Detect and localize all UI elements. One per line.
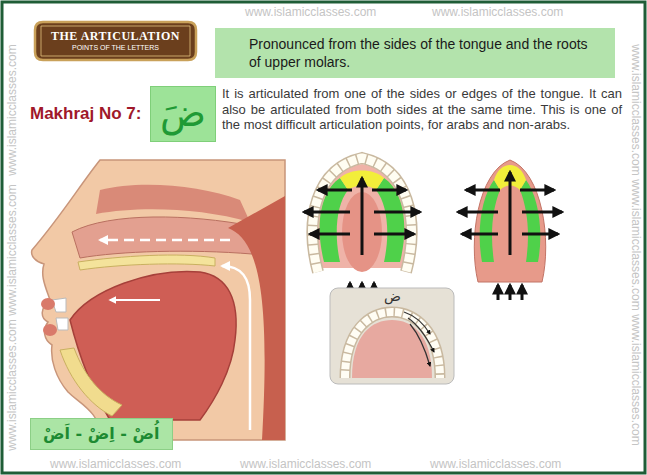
watermark: www.islamicclasses.com bbox=[629, 44, 643, 175]
tongue-topview-1-part-part bbox=[304, 211, 350, 214]
head-section-part bbox=[60, 348, 122, 416]
letter-label: ض bbox=[384, 289, 401, 303]
tongue-topview-2-part bbox=[520, 180, 540, 262]
tongue-topview-2-part-part bbox=[522, 233, 558, 236]
tongue-topview-2-part bbox=[458, 172, 562, 300]
tongue-topview-2-part-part bbox=[462, 233, 498, 236]
head-section-part bbox=[41, 298, 55, 310]
tongue-topview-1-part-part bbox=[361, 178, 364, 255]
head-section-part bbox=[72, 217, 252, 258]
logo-badge: THE ARTICULATIONPOINTS OF THE LETTERS bbox=[33, 20, 198, 62]
watermark: www.islamicclasses.com bbox=[5, 44, 19, 175]
watermark: www.islamicclasses.com bbox=[430, 457, 561, 471]
head-section-part bbox=[110, 299, 160, 301]
tongue-topview-1-part bbox=[312, 158, 411, 272]
box-text: THE ARTICULATION bbox=[51, 30, 180, 44]
palate-photo-part bbox=[345, 312, 440, 378]
tongue-topview-2-part-part bbox=[466, 189, 500, 192]
tongue-topview-2-part-part bbox=[497, 285, 500, 300]
watermark: www.islamicclasses.com bbox=[245, 5, 376, 19]
watermark: www.islamicclasses.com bbox=[5, 184, 19, 315]
palate-photo-part-part bbox=[410, 324, 430, 366]
head-section-part bbox=[78, 255, 215, 270]
header-box: Pronounced from the sides of the tongue … bbox=[215, 28, 615, 78]
letter-box: ضَ bbox=[150, 86, 216, 142]
tongue-topview-1-part-part bbox=[374, 211, 420, 214]
head-section-part bbox=[100, 239, 230, 242]
box-text: Pronounced from the sides of the tongue … bbox=[249, 35, 603, 71]
tongue-topview-1-part bbox=[312, 158, 411, 272]
examples-box: اُضْ - اِضْ - اَضْ bbox=[30, 418, 173, 450]
head-section bbox=[32, 160, 285, 440]
watermark: www.islamicclasses.com bbox=[629, 179, 643, 310]
watermark: www.islamicclasses.com bbox=[50, 457, 181, 471]
watermark: www.islamicclasses.com bbox=[629, 314, 643, 445]
tongue-topview-1-part-part bbox=[318, 189, 352, 192]
badge-shape bbox=[35, 22, 196, 60]
tongue-topview-2-part-part bbox=[521, 285, 524, 300]
head-section-part bbox=[43, 324, 57, 336]
tongue-topview-2-part-part bbox=[520, 189, 554, 192]
head-section-part bbox=[96, 185, 250, 222]
tongue-topview-2-part bbox=[474, 160, 545, 282]
tongue-topview-1-part-part bbox=[374, 233, 414, 236]
tongue-topview-2 bbox=[458, 160, 562, 300]
palate-photo-part bbox=[404, 312, 434, 366]
tongue-topview-2-part-part bbox=[458, 211, 498, 214]
head-section-part bbox=[32, 160, 285, 440]
makhraj-number: Makhraj No 7: bbox=[30, 104, 141, 124]
tongue-topview-1-part bbox=[304, 178, 420, 300]
tongue-topview-2-part-part bbox=[509, 285, 512, 300]
tongue-topview-1 bbox=[304, 158, 420, 300]
tongue-topview-2-part bbox=[480, 180, 500, 262]
badge-inner-line bbox=[41, 26, 190, 56]
tongue-topview-2-part-part bbox=[522, 211, 562, 214]
head-section-part bbox=[222, 266, 250, 430]
watermark: www.islamicclasses.com bbox=[5, 319, 19, 450]
description-text: It is articulated from one of the sides … bbox=[222, 86, 622, 133]
box-text: اُضْ - اِضْ - اَضْ bbox=[43, 423, 160, 445]
tongue-topview-2-part-part bbox=[509, 172, 512, 255]
tongue-topview-1-part-part bbox=[310, 233, 350, 236]
box-subtext: POINTS OF THE LETTERS bbox=[72, 44, 159, 52]
palate-photo bbox=[330, 288, 454, 384]
palate-photo-part-part bbox=[408, 318, 434, 352]
palate-photo-part bbox=[330, 288, 454, 384]
palate-photo-part-part bbox=[404, 312, 430, 334]
watermark: www.islamicclasses.com bbox=[240, 457, 371, 471]
head-section-part bbox=[56, 318, 68, 330]
tongue-topview-1-part-part bbox=[372, 189, 406, 192]
box-text: ضَ bbox=[160, 89, 206, 138]
palate-photo-part bbox=[345, 312, 440, 378]
watermark: www.islamicclasses.com bbox=[432, 5, 563, 19]
